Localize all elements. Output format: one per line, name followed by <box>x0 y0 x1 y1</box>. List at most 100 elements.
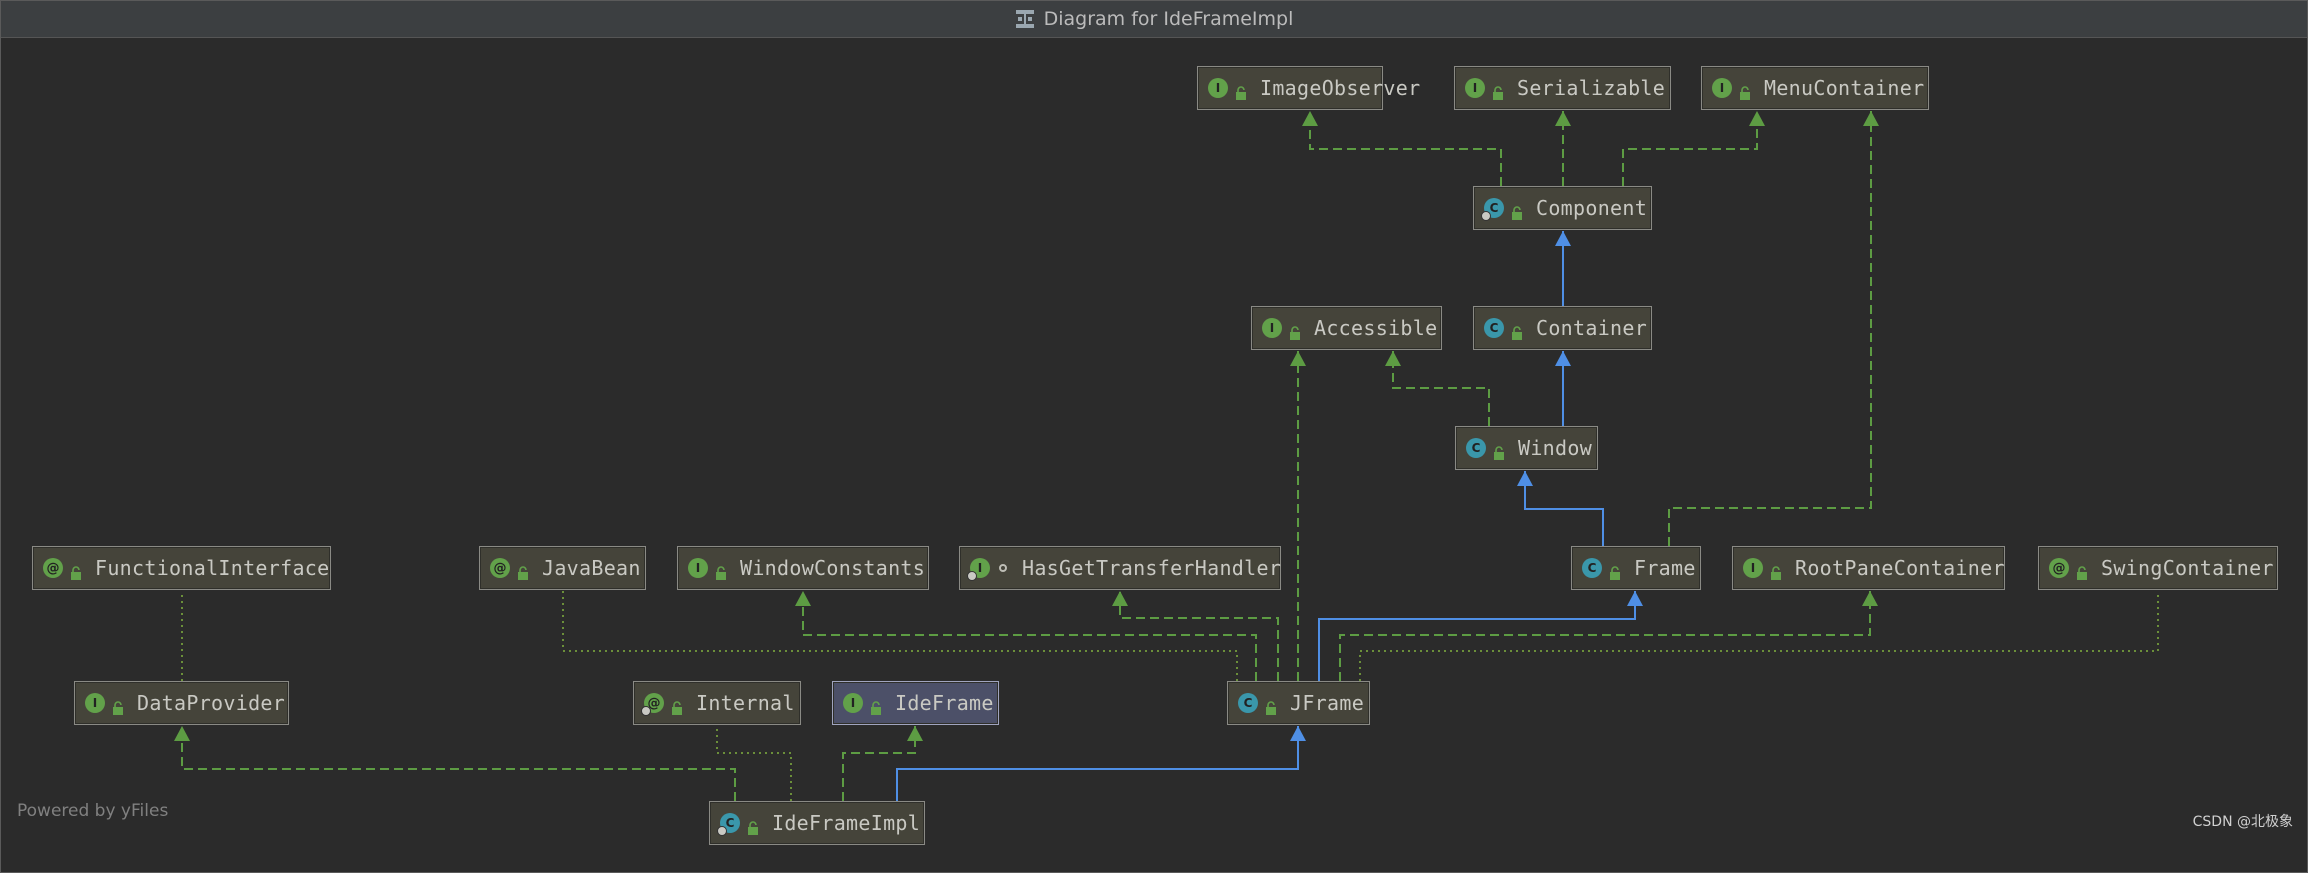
node-label: Internal <box>696 691 795 715</box>
modifier-badge-icon <box>967 571 977 581</box>
node-ImageObserver[interactable]: I ImageObserver <box>1197 66 1420 110</box>
node-WindowConstants[interactable]: I WindowConstants <box>677 546 929 590</box>
title-bar: Diagram for IdeFrameImpl <box>1 1 2307 38</box>
node-JFrame[interactable]: C JFrame <box>1227 681 1370 725</box>
arrowhead-JFrame-to-Accessible <box>1290 351 1306 366</box>
node-label: JavaBean <box>542 556 641 580</box>
arrowhead-Component-to-Serializable <box>1555 111 1571 126</box>
modifier-badge-icon <box>641 706 651 716</box>
interface-icon: I <box>1465 78 1485 98</box>
interface-icon: I <box>843 693 863 713</box>
edge-IdeFrameImpl-to-JFrame <box>896 726 1299 801</box>
edge-Component-to-MenuContainer <box>1622 111 1758 186</box>
node-IdeFrameImpl[interactable]: C IdeFrameImpl <box>709 801 925 845</box>
public-visibility-icon <box>1738 81 1752 100</box>
node-Window[interactable]: C Window <box>1455 426 1598 470</box>
node-label: Window <box>1518 436 1593 460</box>
arrowhead-IdeFrameImpl-to-DataProvider <box>174 726 190 741</box>
arrowhead-IdeFrameImpl-to-JFrame <box>1290 726 1306 741</box>
package-visibility-icon <box>999 564 1007 572</box>
node-label: Serializable <box>1517 76 1666 100</box>
edge-Component-to-ImageObserver <box>1309 111 1502 186</box>
node-label: WindowConstants <box>740 556 926 580</box>
node-IdeFrame[interactable]: I IdeFrame <box>832 681 999 725</box>
edge-layer <box>174 111 2159 801</box>
annotation-icon: @ <box>2049 558 2069 578</box>
watermark: CSDN @北极象 <box>2192 814 2293 830</box>
public-visibility-icon <box>516 561 530 580</box>
edge-JFrame-to-SwingContainer <box>1359 591 2159 681</box>
node-JavaBean[interactable]: @ JavaBean <box>479 546 646 590</box>
node-label: Frame <box>1634 556 1696 580</box>
class-icon: C <box>717 813 740 836</box>
class-icon: C <box>1238 693 1258 713</box>
annotation-icon: @ <box>641 693 664 716</box>
node-Internal[interactable]: @ Internal <box>633 681 801 725</box>
node-label: IdeFrame <box>895 691 994 715</box>
public-visibility-icon <box>746 816 760 835</box>
arrowhead-Component-to-ImageObserver <box>1302 111 1318 126</box>
arrowhead-IdeFrameImpl-to-IdeFrame <box>907 726 923 741</box>
public-visibility-icon <box>1769 561 1783 580</box>
edge-Frame-to-Window <box>1524 471 1604 546</box>
arrowhead-Window-to-Container <box>1555 351 1571 366</box>
diagram-icon <box>1015 10 1034 28</box>
arrowhead-Component-to-MenuContainer <box>1749 111 1765 126</box>
interface-icon: I <box>1208 78 1228 98</box>
public-visibility-icon <box>869 696 883 715</box>
public-visibility-icon <box>1492 441 1506 460</box>
interface-icon: I <box>1262 318 1282 338</box>
node-SwingContainer[interactable]: @SwingContainer <box>2038 546 2278 590</box>
edge-IdeFrameImpl-to-Internal <box>716 726 792 801</box>
public-visibility-icon <box>69 561 83 580</box>
node-label: FunctionalInterface <box>95 556 330 580</box>
modifier-badge-icon <box>717 826 727 836</box>
arrowhead-JFrame-to-RootPaneContainer <box>1862 591 1878 606</box>
powered-by-label: Powered by yFiles <box>17 801 169 821</box>
annotation-icon: @ <box>43 558 63 578</box>
interface-icon: I <box>1712 78 1732 98</box>
arrowhead-JFrame-to-HasGetTransferHandler <box>1112 591 1128 606</box>
public-visibility-icon <box>2075 561 2089 580</box>
annotation-icon: @ <box>490 558 510 578</box>
arrowhead-Window-to-Accessible <box>1385 351 1401 366</box>
node-label: IdeFrameImpl <box>772 811 921 835</box>
public-visibility-icon <box>1491 81 1505 100</box>
arrowhead-Frame-to-Window <box>1517 471 1533 486</box>
interface-icon: I <box>85 693 105 713</box>
public-visibility-icon <box>1510 321 1524 340</box>
class-icon: C <box>1481 198 1504 221</box>
edge-IdeFrameImpl-to-DataProvider <box>181 726 736 801</box>
node-MenuContainer[interactable]: I MenuContainer <box>1701 66 1929 110</box>
arrowhead-JFrame-to-WindowConstants <box>795 591 811 606</box>
node-Serializable[interactable]: I Serializable <box>1454 66 1671 110</box>
arrowhead-JFrame-to-Frame <box>1627 591 1643 606</box>
node-label: JFrame <box>1290 691 1365 715</box>
class-icon: C <box>1484 318 1504 338</box>
node-label: RootPaneContainer <box>1795 556 2005 580</box>
window-title: Diagram for IdeFrameImpl <box>1043 8 1294 30</box>
public-visibility-icon <box>1264 696 1278 715</box>
edge-JFrame-to-HasGetTransferHandler <box>1119 591 1279 681</box>
arrowhead-Frame-to-MenuContainer <box>1863 111 1879 126</box>
public-visibility-icon <box>111 696 125 715</box>
public-visibility-icon <box>714 561 728 580</box>
class-icon: C <box>1466 438 1486 458</box>
arrowhead-Container-to-Component <box>1555 231 1571 246</box>
node-label: MenuContainer <box>1764 76 1925 100</box>
public-visibility-icon <box>1234 81 1248 100</box>
node-label: ImageObserver <box>1260 76 1421 100</box>
public-visibility-icon <box>670 696 684 715</box>
node-FunctionalInterface[interactable]: @ FunctionalInterface <box>32 546 331 590</box>
edge-Frame-to-MenuContainer <box>1668 111 1872 546</box>
interface-icon: I <box>688 558 708 578</box>
